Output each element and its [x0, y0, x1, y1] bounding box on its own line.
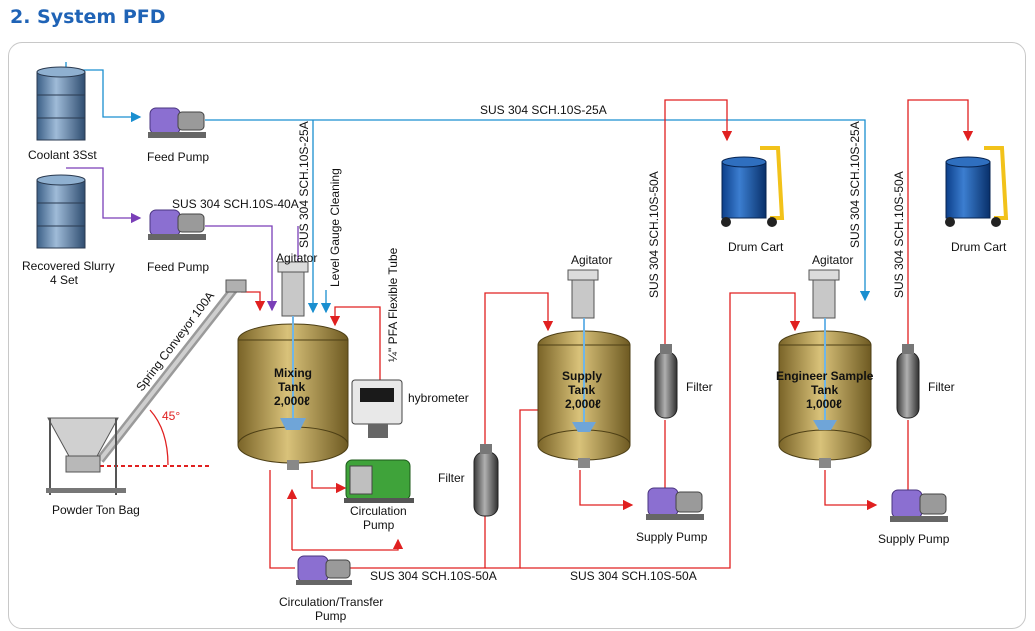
engineer-tank-label-1: Engineer Sample: [776, 369, 874, 383]
pipe-label-top-25a: SUS 304 SCH.10S-25A: [480, 103, 607, 117]
drum-cart-2-icon: [945, 146, 1009, 227]
filter-1-icon: [473, 444, 499, 517]
agitator-2-label: Agitator: [571, 253, 612, 267]
filter-3-icon: [896, 344, 920, 419]
flex-tube-label: ¼" PFA Flexible Tube: [386, 247, 400, 362]
product-lines: [241, 99, 974, 569]
pipe-label-slurry-40a: SUS 304 SCH.10S-40A: [172, 197, 299, 211]
pipe-label-supply-50a: SUS 304 SCH.10S-50A: [647, 171, 661, 298]
pipe-label-bottom-50a-2: SUS 304 SCH.10S-50A: [570, 569, 697, 583]
filter-1-label: Filter: [438, 471, 465, 485]
supply-pump-1-icon: [646, 487, 704, 520]
hybrometer-label: hybrometer: [408, 391, 469, 405]
angle-label: 45°: [162, 409, 180, 423]
angle-arc: [149, 409, 169, 466]
supply-tank-label-3: 2,000ℓ: [565, 397, 601, 411]
spring-conveyor-label: Spring Conveyor 100A: [133, 289, 217, 394]
transfer-pump-label-2: Pump: [315, 609, 347, 623]
slurry-label-1: Recovered Slurry: [22, 259, 115, 273]
filter-3-label: Filter: [928, 380, 955, 394]
mixing-tank-label-3: 2,000ℓ: [274, 394, 310, 408]
feed-pump-1-label: Feed Pump: [147, 150, 209, 164]
filter-2-label: Filter: [686, 380, 713, 394]
agitator-1-label: Agitator: [276, 251, 317, 265]
pipe-label-mix-25a: SUS 304 SCH.10S-25A: [297, 121, 311, 248]
feed-pump-2-icon: [148, 209, 206, 240]
filter-2-icon: [654, 344, 678, 419]
slurry-drum-icon: [36, 174, 86, 249]
supply-tank-label-1: Supply: [562, 369, 602, 383]
hybrometer-icon: [351, 379, 403, 438]
coolant-label: Coolant 3Sst: [28, 148, 97, 162]
agitator-3-label: Agitator: [812, 253, 853, 267]
supply-pump-2-icon: [890, 489, 948, 522]
mixing-tank-label-2: Tank: [278, 380, 305, 394]
pipe-label-eng-50a: SUS 304 SCH.10S-50A: [892, 171, 906, 298]
slurry-label-2: 4 Set: [50, 273, 79, 287]
transfer-pump-label-1: Circulation/Transfer: [279, 595, 383, 609]
powder-ton-bag-label: Powder Ton Bag: [52, 503, 140, 517]
spring-conveyor-icon: [96, 279, 247, 463]
engineer-tank-icon: [778, 269, 872, 468]
engineer-tank-label-3: 1,000ℓ: [806, 397, 842, 411]
engineer-tank-label-2: Tank: [811, 383, 838, 397]
circulation-pump-label-2: Pump: [363, 518, 395, 532]
circulation-pump-label-1: Circulation: [350, 504, 407, 518]
feed-pump-1-icon: [148, 107, 206, 138]
transfer-pump-icon: [296, 555, 352, 585]
drum-cart-1-label: Drum Cart: [728, 240, 784, 254]
supply-pump-2-label: Supply Pump: [878, 532, 950, 546]
supply-tank-label-2: Tank: [568, 383, 595, 397]
mixing-tank-icon: [237, 261, 349, 470]
page-title: 2. System PFD: [10, 6, 166, 28]
feed-pump-2-label: Feed Pump: [147, 260, 209, 274]
powder-ton-bag-icon: [46, 417, 126, 495]
pipe-label-eng-25a: SUS 304 SCH.10S-25A: [848, 121, 862, 248]
drum-cart-2-label: Drum Cart: [951, 240, 1007, 254]
drum-cart-1-icon: [721, 146, 785, 227]
mixing-tank-label-1: Mixing: [274, 366, 312, 380]
circulation-pump-icon: [344, 459, 414, 503]
level-gauge-label: Level Gauge Cleaning: [328, 168, 342, 287]
coolant-drum-icon: [36, 66, 86, 141]
supply-pump-1-label: Supply Pump: [636, 530, 708, 544]
pipe-label-bottom-50a-1: SUS 304 SCH.10S-50A: [370, 569, 497, 583]
supply-tank-icon: [537, 269, 631, 468]
